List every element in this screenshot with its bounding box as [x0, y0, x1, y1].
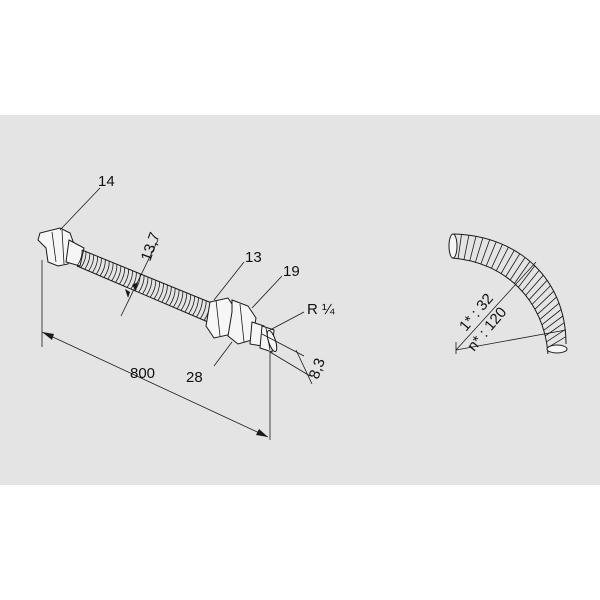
- hose-rib: [180, 292, 188, 311]
- hose-rib: [119, 267, 126, 285]
- hose-rib: [138, 275, 145, 293]
- dimensions: [41, 187, 313, 440]
- hose-rib: [76, 249, 83, 267]
- curved-hose-rib: [509, 257, 526, 281]
- hose-rib: [130, 272, 137, 290]
- curved-hose-rib: [547, 336, 567, 349]
- right-fitting: [205, 297, 278, 353]
- hose-rib: [115, 265, 122, 283]
- label-r-quarter: R ¼: [307, 301, 335, 318]
- label-28: 28: [186, 369, 203, 386]
- hose-rib: [188, 296, 196, 315]
- hose-rib: [149, 280, 157, 298]
- curved-hose-rib: [491, 244, 503, 269]
- curved-hose-rib: [500, 250, 515, 274]
- curved-hose-rib: [544, 322, 565, 337]
- left-fitting: [37, 227, 85, 267]
- hose-rib: [111, 264, 118, 282]
- hose-rib: [126, 270, 133, 288]
- curved-hose-rib: [539, 302, 560, 320]
- curved-hose-rib: [505, 253, 521, 277]
- hose-rib: [95, 257, 102, 275]
- hose-rib: [153, 281, 161, 300]
- hose-rib: [176, 291, 184, 310]
- curved-hose-rib: [531, 285, 551, 305]
- hose-rib: [165, 286, 172, 305]
- hose-rib: [107, 262, 114, 280]
- hose-rib: [172, 289, 180, 308]
- curved-hose-rib: [463, 235, 470, 260]
- hose-rib: [99, 259, 106, 277]
- hose-rib: [122, 269, 130, 287]
- hose-rib: [103, 261, 110, 278]
- curved-hose-rib: [469, 236, 477, 261]
- hose-rib: [142, 276, 149, 295]
- curved-hose-rib: [541, 309, 562, 326]
- curved-hose-rib: [495, 246, 509, 271]
- label-14: 14: [98, 173, 115, 190]
- curved-hose-rib: [528, 280, 548, 301]
- drawing-panel: [0, 115, 600, 485]
- hose-rib: [196, 299, 203, 318]
- hose-rib: [161, 284, 168, 303]
- label-19: 19: [283, 263, 300, 280]
- hose-rib: [146, 278, 153, 296]
- curved-hose-rib: [514, 261, 531, 284]
- curved-hose-rib: [457, 234, 462, 259]
- curved-hose-rib: [534, 290, 554, 310]
- curved-hose-rib: [475, 237, 484, 263]
- label-8-3: 8,3: [306, 356, 329, 381]
- curved-hose-rib: [525, 274, 544, 296]
- label-13: 13: [245, 249, 262, 266]
- curved-hose-rib: [543, 315, 564, 331]
- curved-hose: [448, 233, 568, 355]
- hose-rib: [92, 256, 98, 273]
- curved-hose-rib: [518, 265, 536, 288]
- label-13-7: 13,7: [138, 230, 164, 263]
- hose-rib: [88, 254, 95, 272]
- hose-rib: [157, 283, 164, 301]
- hose-rib: [80, 251, 87, 268]
- hose-rib: [192, 297, 199, 316]
- curved-hose-rib: [485, 241, 497, 267]
- hose-rib: [169, 288, 176, 306]
- hose-rib: [84, 253, 91, 270]
- hose-rib: [199, 300, 207, 319]
- curved-hose-rib: [546, 329, 566, 343]
- label-800: 800: [130, 365, 155, 382]
- curved-hose-rib: [480, 239, 491, 265]
- hose-rib: [184, 294, 192, 313]
- curved-hose-rib: [521, 270, 540, 292]
- corrugated-hose: [76, 249, 215, 323]
- curved-hose-rib: [537, 296, 557, 315]
